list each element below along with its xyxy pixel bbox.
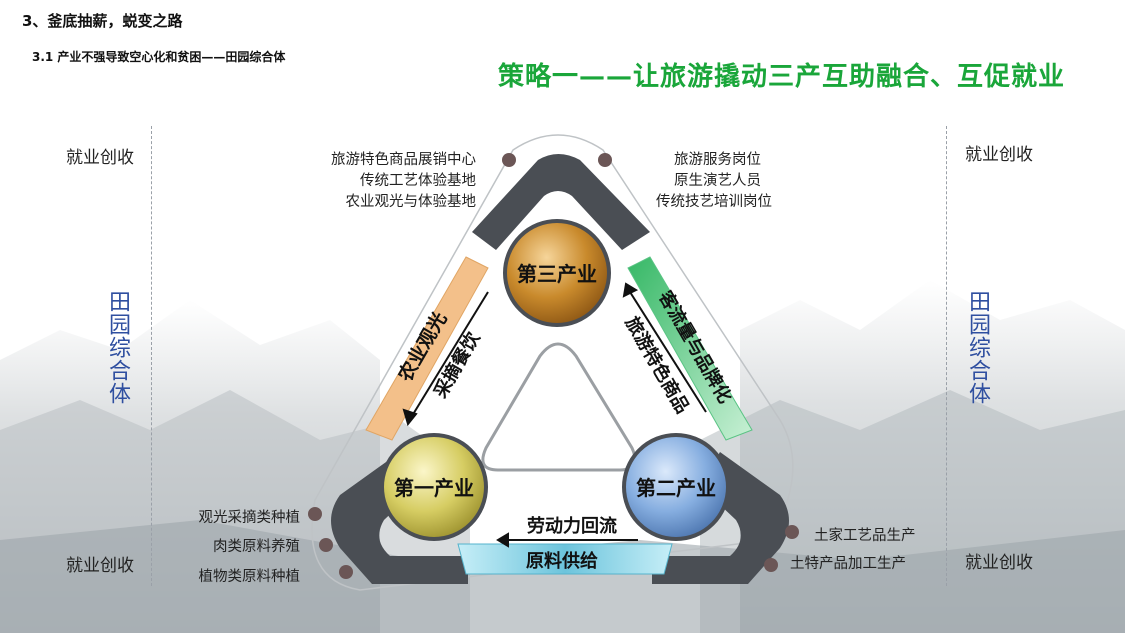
primary-industry-label: 第一产业 (394, 476, 474, 500)
secondary-industry-circle (622, 433, 730, 541)
dot-bottom-right-2 (764, 558, 778, 572)
list-item: 肉类原料养殖 (213, 539, 300, 555)
list-item: 旅游特色商品展销中心 (331, 152, 476, 168)
jobs-label-top-right: 就业创收 (965, 145, 1033, 165)
tertiary-industry-circle (503, 219, 611, 327)
right-corner-chevron (652, 452, 789, 584)
dot-top-left (502, 153, 516, 167)
secondary-industry-label: 第二产业 (636, 476, 716, 500)
top-left-list: 旅游特色商品展销中心 传统工艺体验基地 农业观光与体验基地 (300, 150, 476, 213)
jobs-label-bottom-right: 就业创收 (965, 553, 1033, 573)
bottom-band (457, 543, 673, 575)
section-title: 3、釜底抽薪，蜕变之路 (22, 12, 183, 30)
left-corner-chevron (331, 452, 468, 584)
bottom-inner-arrow (496, 532, 638, 548)
left-divider (151, 126, 153, 586)
left-band (365, 256, 489, 441)
jobs-label-bottom-left: 就业创收 (66, 556, 134, 576)
complex-label-left: 田园综合体 (105, 290, 130, 405)
bottom-left-list: 观光采摘类种植 肉类原料养殖 植物类原料种植 (160, 505, 301, 592)
list-item: 原生演艺人员 (674, 173, 761, 189)
list-item: 土家工艺品生产 (814, 528, 916, 544)
left-inner-arrow (402, 291, 489, 427)
complex-label-right: 田园综合体 (965, 290, 990, 405)
outer-triangle-outline (311, 134, 794, 591)
sub-title: 3.1 产业不强导致空心化和贫困——田园综合体 (32, 50, 286, 64)
dot-bottom-left-2 (319, 538, 333, 552)
right-inner-arrow (622, 282, 707, 413)
primary-industry-circle (380, 433, 488, 541)
bottom-band-label: 原料供给 (526, 550, 598, 572)
list-item: 农业观光与体验基地 (345, 194, 477, 210)
jobs-label-top-left: 就业创收 (66, 148, 134, 168)
top-right-list: 旅游服务岗位 原生演艺人员 传统技艺培训岗位 (656, 150, 772, 213)
top-corner-chevron (472, 154, 650, 250)
right-divider (946, 126, 948, 586)
bottom-inner-label: 劳动力回流 (527, 515, 617, 537)
list-item: 旅游服务岗位 (674, 152, 761, 168)
dot-top-right (598, 153, 612, 167)
bullet-dots (308, 153, 799, 579)
list-item: 土特产品加工生产 (790, 556, 906, 572)
list-item: 植物类原料种植 (198, 569, 301, 585)
list-item: 观光采摘类种植 (198, 510, 301, 526)
dot-bottom-left-1 (308, 507, 322, 521)
dot-bottom-right-1 (785, 525, 799, 539)
strategy-title: 策略一——让旅游撬动三产互助融合、互促就业 (498, 62, 1066, 92)
dot-bottom-left-3 (339, 565, 353, 579)
center-label-line2: 互助融合 (518, 411, 599, 435)
tertiary-industry-label: 第三产业 (517, 262, 597, 286)
list-item: 传统技艺培训岗位 (656, 194, 772, 210)
bottom-right-list: 土家工艺品生产 土特产品加工生产 (790, 522, 916, 578)
list-item: 传统工艺体验基地 (360, 173, 476, 189)
center-triangle (481, 342, 637, 472)
right-band (627, 256, 753, 441)
center-label-line1: 三产 (538, 381, 578, 405)
